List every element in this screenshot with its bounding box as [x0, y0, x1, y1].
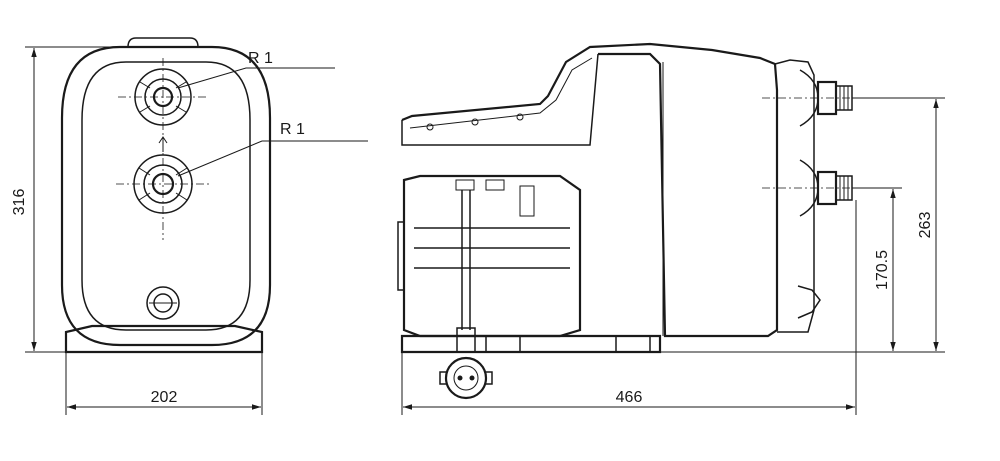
dim-outlet-height: 263 — [917, 212, 934, 239]
thread-leader-lower — [177, 140, 368, 177]
thread-label-lower: R 1 — [280, 121, 305, 138]
dim-width-front: 202 — [151, 389, 178, 406]
front-top-cap — [127, 37, 199, 48]
dim-height-total: 316 — [11, 189, 28, 216]
cable-strain-relief — [456, 327, 476, 353]
side-base — [400, 334, 662, 354]
side-view — [397, 42, 872, 400]
front-body-outline — [60, 45, 272, 347]
dim-inlet-height: 170.5 — [874, 250, 891, 290]
side-dimensions: 466 263 170.5 — [401, 97, 945, 415]
thread-leader-upper — [177, 67, 335, 89]
front-dimensions: 316 202 — [11, 46, 263, 415]
front-inner-panel — [81, 61, 251, 331]
side-drain — [797, 285, 821, 319]
side-motor-end — [397, 221, 405, 291]
thread-label-upper: R 1 — [248, 50, 273, 67]
dim-length-side: 466 — [616, 389, 643, 406]
side-end-cap — [774, 59, 815, 333]
power-plug-icon — [444, 356, 488, 400]
side-handle-base — [401, 53, 599, 146]
front-view: R 1 R 1 — [60, 37, 368, 354]
front-inlet-port — [116, 142, 210, 240]
front-drain-plug — [146, 286, 180, 320]
side-motor-body — [402, 174, 582, 338]
side-handle-ridge — [409, 57, 593, 129]
front-outlet-port — [118, 58, 208, 136]
